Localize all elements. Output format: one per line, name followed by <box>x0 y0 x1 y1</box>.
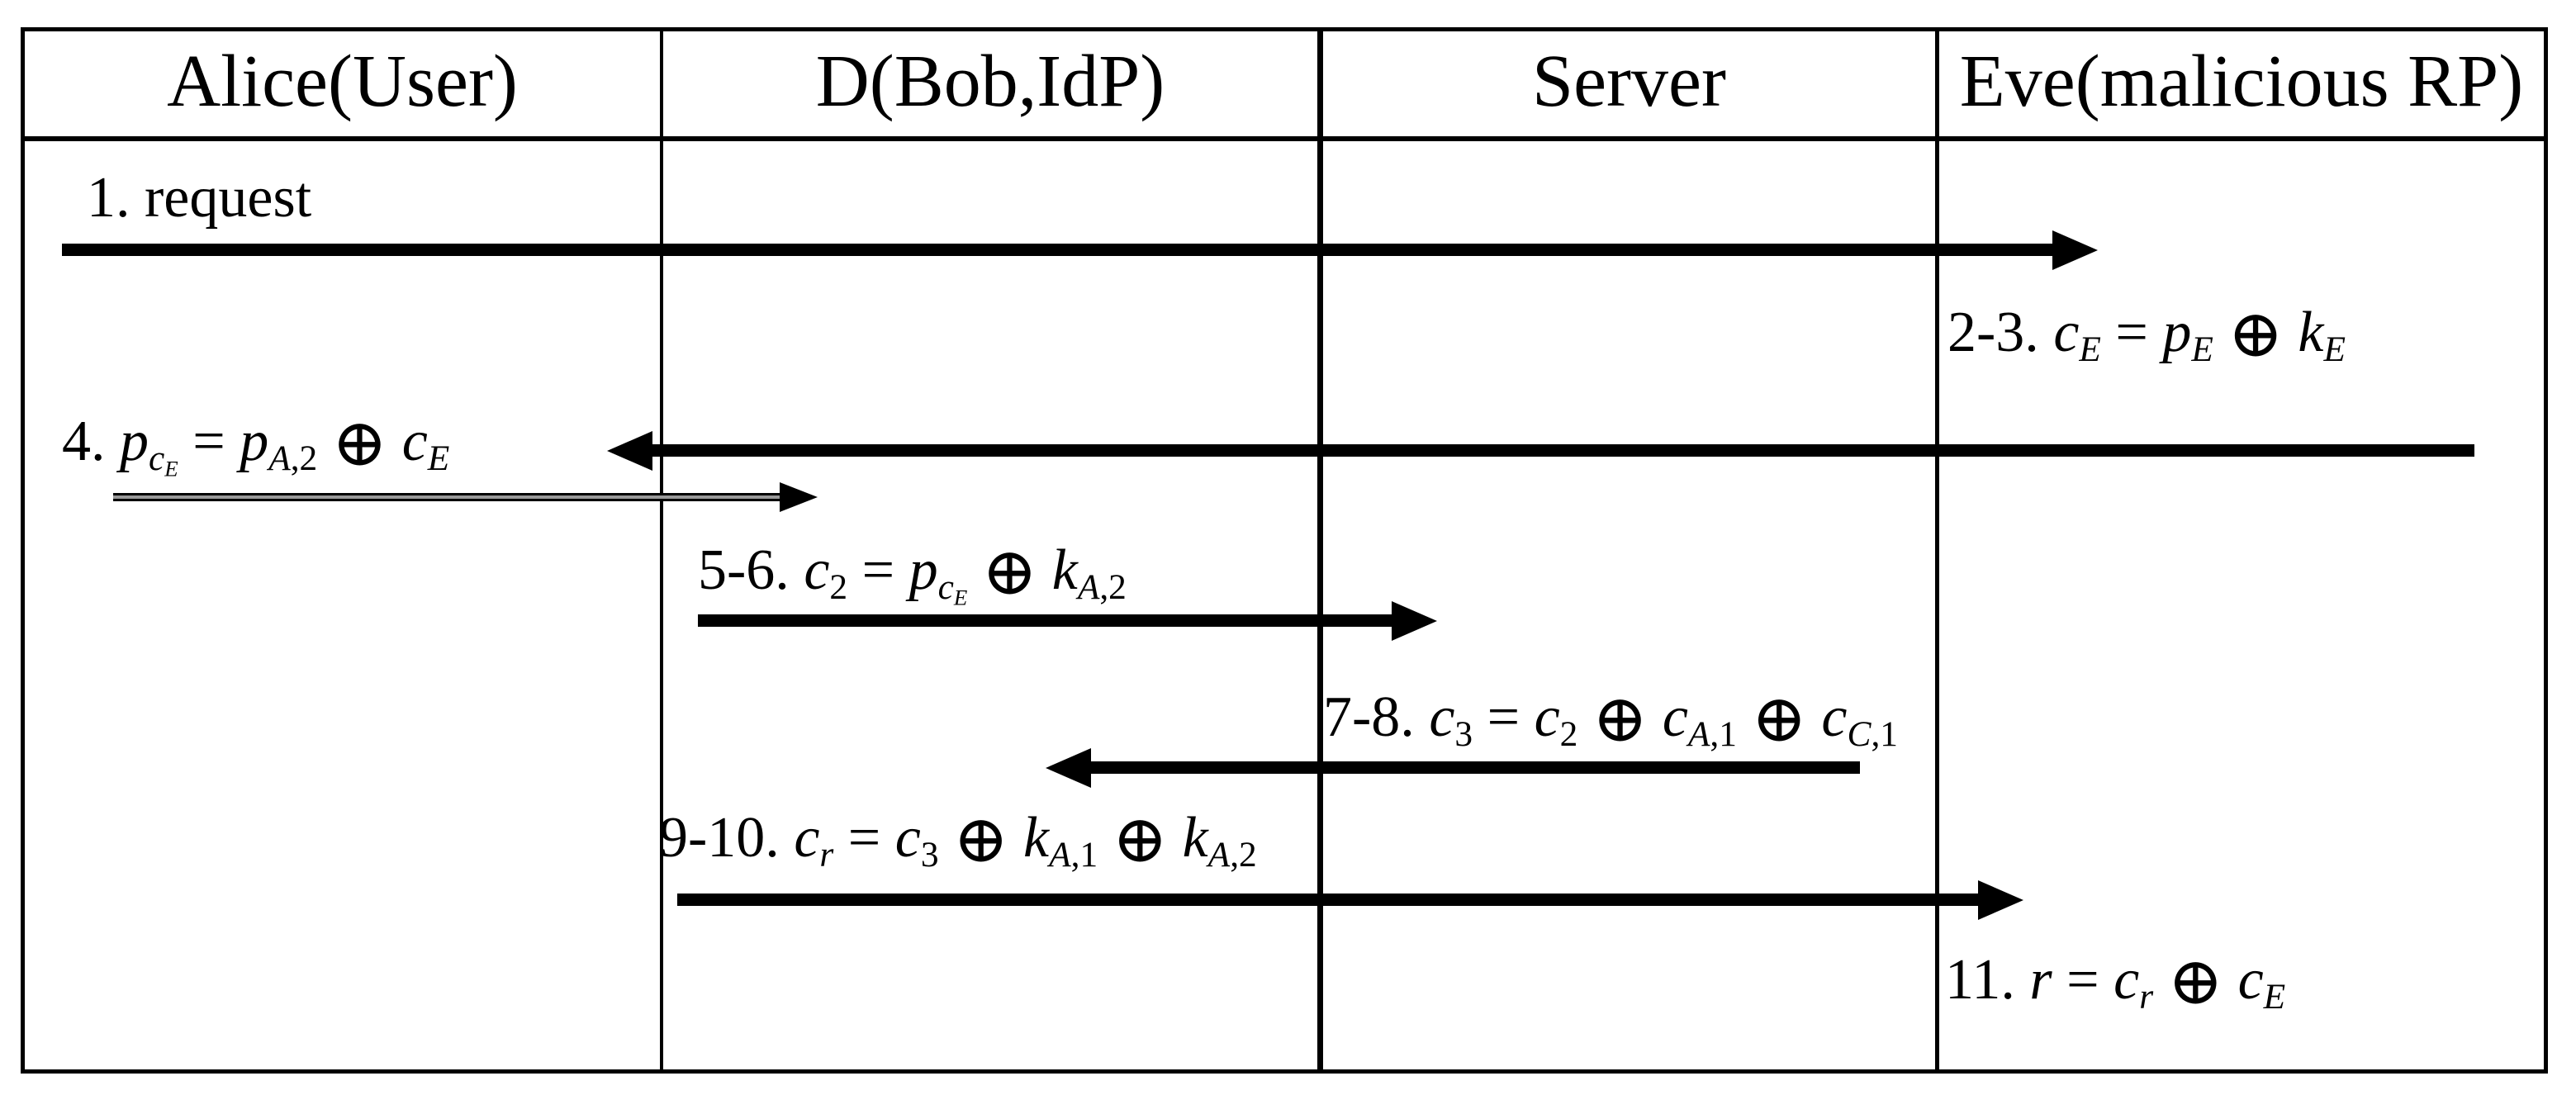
arrow-head-right-icon <box>2052 230 2098 270</box>
arrow-head-left-icon <box>607 431 652 471</box>
arrow-head-right-icon <box>780 482 818 512</box>
column-header-server: Server <box>1532 40 1726 122</box>
arrow-bar <box>698 614 1397 627</box>
message-label-step4: 4. pcE = pA,2 ⊕ cE <box>62 406 450 481</box>
column-divider-server-eve <box>1935 27 1939 1074</box>
arrow-step5-6-d-to-server <box>698 601 1437 641</box>
arrow-head-right-icon <box>1392 601 1437 641</box>
column-divider-d-server <box>1317 27 1323 1074</box>
message-label-step2-3: 2-3. cE = pE ⊕ kE <box>1947 297 2346 372</box>
column-header-eve: Eve(malicious RP) <box>1959 40 2524 122</box>
arrow-bar <box>113 493 785 501</box>
arrow-head-left-icon <box>1046 748 1091 788</box>
arrow-step9-10-d-to-eve <box>677 880 2023 920</box>
arrow-step4-eve-to-alice <box>607 431 2474 471</box>
arrow-step7-8-server-to-d <box>1046 748 1860 788</box>
message-label-step11: 11. r = cr ⊕ cE <box>1945 945 2286 1019</box>
arrow-step1-alice-to-eve <box>62 230 2098 270</box>
arrow-bar <box>647 444 2474 457</box>
arrow-bar <box>1085 761 1860 774</box>
arrow-head-right-icon <box>1978 880 2023 920</box>
column-header-d-idp: D(Bob,IdP) <box>815 40 1165 122</box>
message-label-step5-6: 5-6. c2 = pcE ⊕ kA,2 <box>698 535 1127 610</box>
arrow-bar <box>62 244 2058 256</box>
arrow-bar <box>677 894 1984 906</box>
message-label-step9-10: 9-10. cr = c3 ⊕ kA,1 ⊕ kA,2 <box>659 803 1257 877</box>
header-divider <box>21 136 2548 141</box>
message-label-step7-8: 7-8. c3 = c2 ⊕ cA,1 ⊕ cC,1 <box>1323 682 1898 756</box>
column-divider-alice-d <box>660 27 663 1074</box>
arrow-step4-redirect-alice-to-d <box>113 481 818 514</box>
message-label-step1: 1. request <box>87 166 312 230</box>
column-header-alice: Alice(User) <box>167 40 518 122</box>
